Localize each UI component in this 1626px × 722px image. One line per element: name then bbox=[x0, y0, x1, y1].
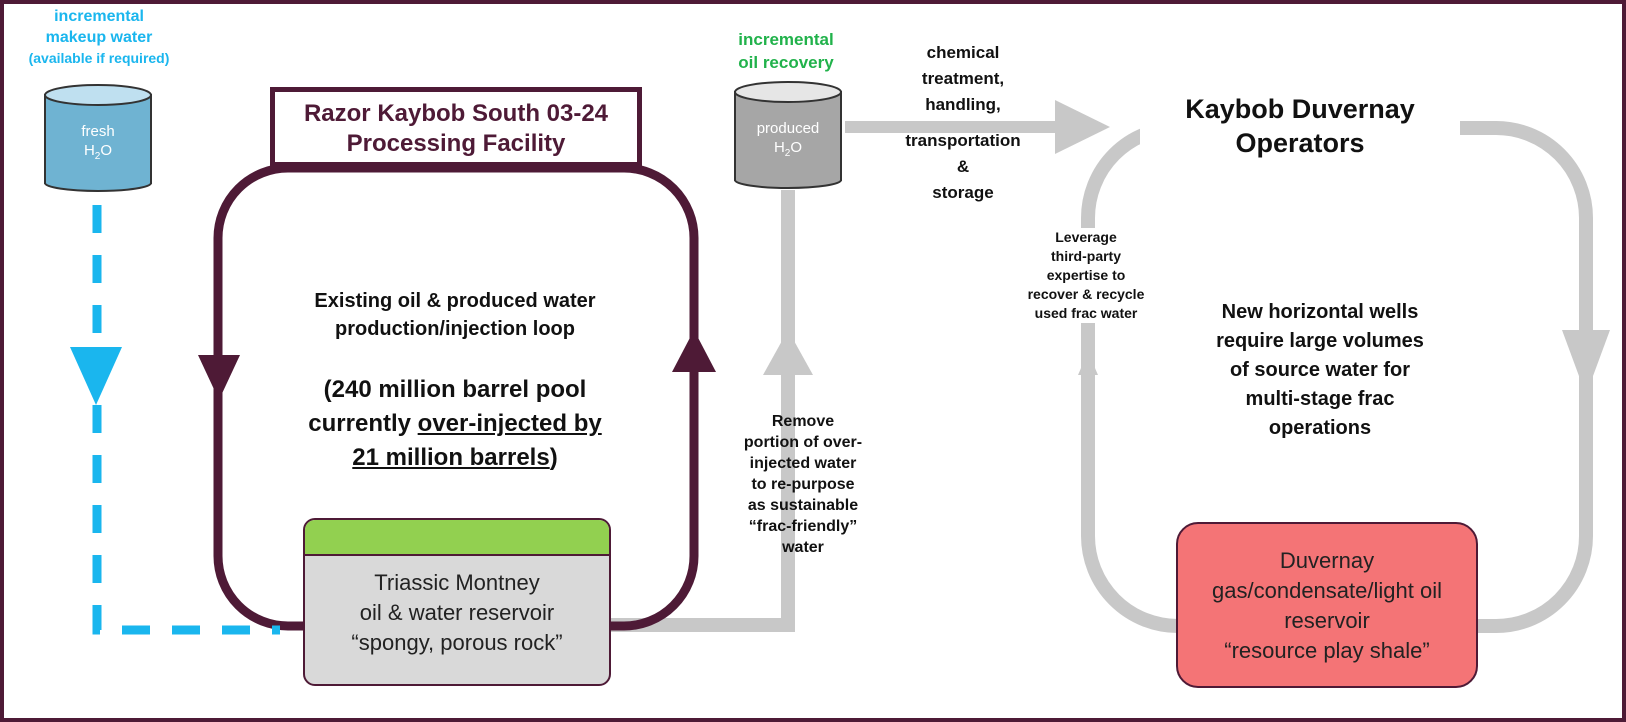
operators-loop-up-arrow bbox=[1078, 352, 1098, 375]
leverage-line: used frac water bbox=[1034, 305, 1138, 321]
makeup-water-label: incremental makeup water (available if r… bbox=[2, 6, 196, 69]
produced-tank-formula: H2O bbox=[735, 138, 841, 163]
formula-sub: 2 bbox=[94, 151, 101, 162]
remove-line: injected water bbox=[749, 455, 857, 472]
makeup-water-arrow bbox=[70, 347, 122, 405]
operators-title: Kaybob Duvernay Operators bbox=[1140, 92, 1460, 160]
makeup-label-line: (available if required) bbox=[28, 50, 170, 66]
wells-text: New horizontal wells require large volum… bbox=[1170, 298, 1470, 443]
duvernay-line: “resource play shale” bbox=[1224, 638, 1430, 663]
leverage-line: third-party bbox=[1051, 248, 1121, 264]
transport-line: transportation bbox=[905, 131, 1021, 150]
loop-line: production/injection loop bbox=[335, 318, 575, 340]
wells-line: require large volumes bbox=[1216, 330, 1424, 352]
remove-line: “frac-friendly” bbox=[748, 518, 858, 535]
transport-line: treatment, bbox=[921, 69, 1005, 88]
remove-line: as sustainable bbox=[747, 497, 859, 514]
remove-line: to re-purpose bbox=[751, 476, 855, 493]
formula-o: O bbox=[790, 139, 803, 156]
duvernay-reservoir-box: Duvernay gas/condensate/light oil reserv… bbox=[1176, 522, 1478, 688]
pool-underlined-text: 21 million barrels bbox=[352, 444, 550, 471]
transport-line: storage bbox=[932, 183, 994, 202]
facility-title-line: Razor Kaybob South 03-24 bbox=[303, 100, 609, 127]
facility-title-box: Razor Kaybob South 03-24 Processing Faci… bbox=[270, 87, 642, 167]
pool-line: (240 million barrel pool bbox=[323, 376, 587, 403]
fresh-tank-label: fresh H2O bbox=[45, 122, 151, 166]
pool-line: 21 million barrels) bbox=[245, 441, 665, 475]
remove-line: Remove bbox=[771, 413, 835, 430]
wells-line: operations bbox=[1268, 417, 1372, 439]
transport-line: & bbox=[956, 157, 970, 176]
montney-line: Triassic Montney bbox=[374, 570, 540, 595]
fresh-tank-formula: H2O bbox=[45, 141, 151, 166]
operators-title-line: Kaybob Duvernay bbox=[1185, 94, 1415, 124]
remove-water-text: Remove portion of over- injected water t… bbox=[728, 411, 878, 558]
wells-line: New horizontal wells bbox=[1221, 301, 1419, 323]
produced-water-up-arrow bbox=[763, 330, 813, 375]
transport-arrow-head bbox=[1055, 100, 1110, 154]
operators-title-line: Operators bbox=[1235, 128, 1365, 158]
remove-line: water bbox=[782, 539, 824, 556]
produced-tank-word: produced bbox=[756, 120, 820, 137]
operators-loop-down-arrow bbox=[1562, 330, 1610, 395]
leverage-text: Leverage third-party expertise to recove… bbox=[1006, 228, 1166, 323]
formula-h: H bbox=[773, 139, 785, 156]
leverage-line: recover & recycle bbox=[1027, 286, 1145, 302]
facility-loop-description: Existing oil & produced water production… bbox=[245, 287, 665, 343]
makeup-label-line: makeup water bbox=[45, 29, 153, 46]
pool-text: currently bbox=[308, 410, 418, 437]
facility-loop-up-arrow bbox=[672, 330, 716, 372]
pool-underlined-text: over-injected by bbox=[417, 410, 602, 437]
montney-reservoir-text: Triassic Montney oil & water reservoir “… bbox=[305, 556, 609, 658]
leverage-line: Leverage bbox=[1055, 229, 1117, 245]
duvernay-line: Duvernay bbox=[1279, 548, 1375, 573]
produced-tank-label: produced H2O bbox=[735, 119, 841, 163]
transport-text: chemical treatment, handling, transporta… bbox=[878, 40, 1048, 206]
oil-recovery-label: incremental oil recovery bbox=[716, 28, 856, 74]
transport-line: chemical bbox=[926, 43, 1000, 62]
montney-line: oil & water reservoir bbox=[359, 600, 555, 625]
wells-line: of source water for bbox=[1229, 359, 1411, 381]
fresh-tank-word: fresh bbox=[81, 123, 115, 140]
pool-line: currently over-injected by bbox=[245, 407, 665, 441]
pool-text: ) bbox=[549, 444, 558, 471]
montney-reservoir-box: Triassic Montney oil & water reservoir “… bbox=[303, 518, 611, 686]
loop-line: Existing oil & produced water bbox=[314, 290, 596, 312]
fresh-water-tank-icon bbox=[44, 84, 152, 192]
duvernay-line: gas/condensate/light oil bbox=[1212, 578, 1442, 603]
pool-description: (240 million barrel pool currently over-… bbox=[245, 373, 665, 475]
produced-water-tank-icon bbox=[734, 81, 842, 189]
formula-o: O bbox=[100, 142, 113, 159]
remove-line: portion of over- bbox=[743, 434, 863, 451]
montney-line: “spongy, porous rock” bbox=[351, 630, 563, 655]
makeup-label-line: incremental bbox=[54, 8, 144, 25]
facility-title-line: Processing Facility bbox=[346, 130, 566, 157]
formula-h: H bbox=[83, 142, 95, 159]
wells-line: multi-stage frac bbox=[1245, 388, 1395, 410]
formula-sub: 2 bbox=[784, 148, 791, 159]
leverage-line: expertise to bbox=[1046, 267, 1126, 283]
makeup-water-line bbox=[92, 205, 280, 635]
transport-line: handling, bbox=[925, 95, 1001, 114]
montney-reservoir-bar bbox=[305, 520, 609, 556]
transport-line bbox=[878, 118, 1048, 128]
oil-recovery-line: oil recovery bbox=[738, 53, 834, 72]
oil-recovery-line: incremental bbox=[738, 30, 834, 49]
duvernay-line: reservoir bbox=[1284, 608, 1370, 633]
facility-loop-down-arrow bbox=[198, 355, 240, 400]
